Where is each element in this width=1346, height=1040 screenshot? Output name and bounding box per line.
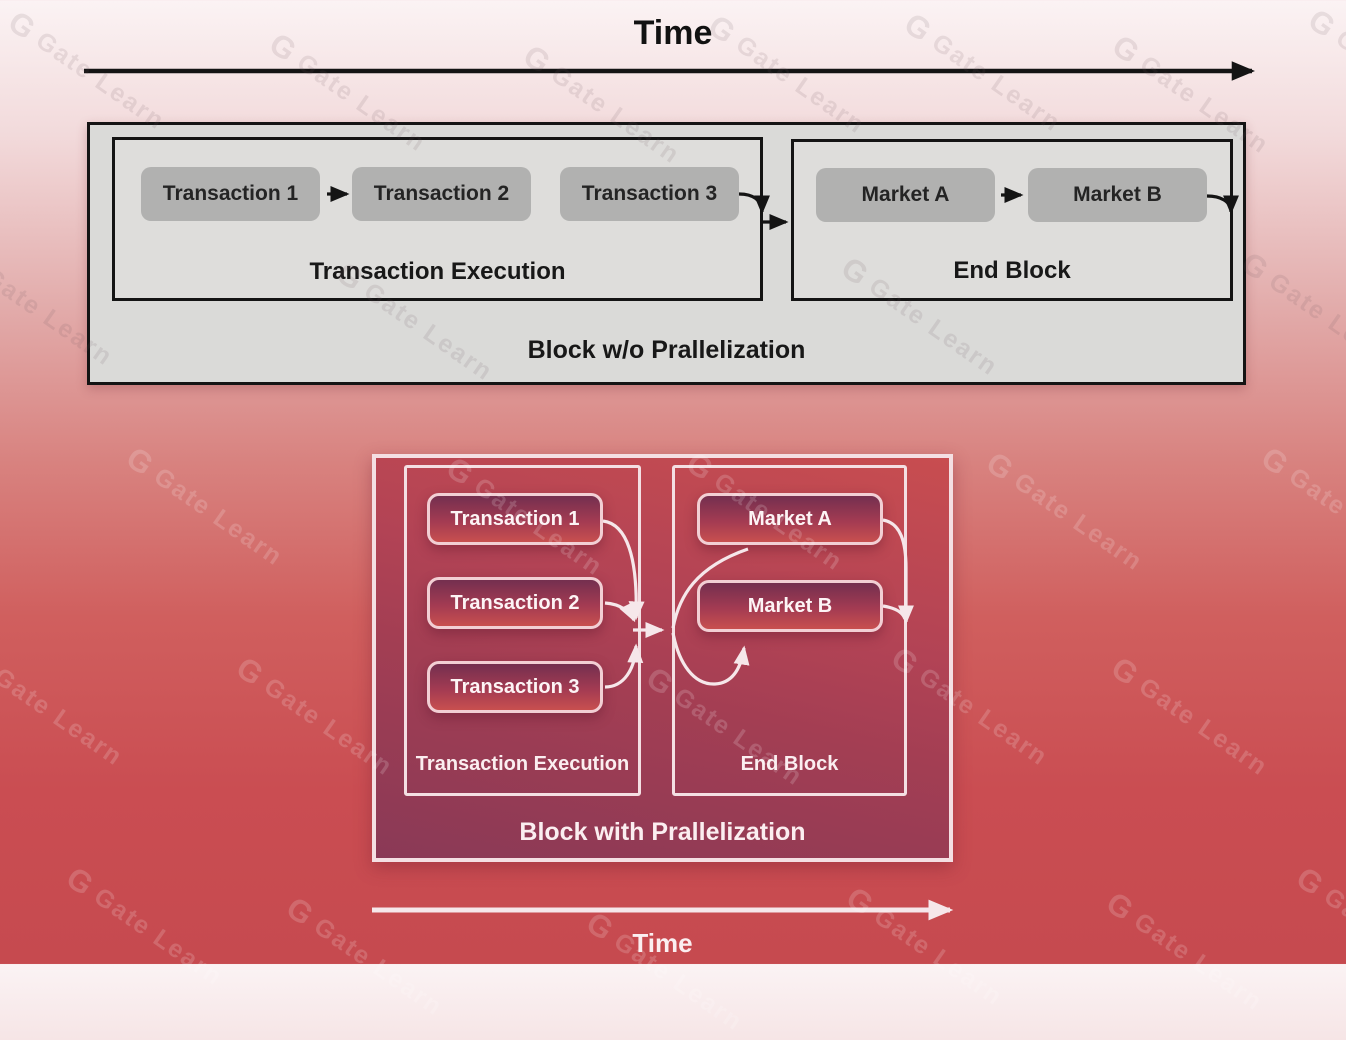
gate-logo-icon: G — [229, 650, 272, 694]
sequential-block-caption: Block w/o Prallelization — [527, 336, 806, 364]
sequential-market-a-node: Market A — [816, 168, 995, 222]
sequential-market-b-node: Market B — [1028, 168, 1207, 222]
parallel-transaction-3-node: Transaction 3 — [427, 661, 603, 713]
watermark-text: Gate Learn — [1284, 461, 1346, 572]
parallel-market-a-node: Market A — [697, 493, 883, 545]
watermark-text: Gate Learn — [89, 881, 229, 992]
parallel-transaction-1-node: Transaction 1 — [427, 493, 603, 545]
sequential-transaction-1-node: Transaction 1 — [141, 167, 320, 221]
watermark-text: Gate Learn — [1264, 266, 1346, 377]
timeline-bottom-label: Time — [632, 928, 693, 958]
parallel-end-block-box — [672, 465, 907, 796]
sequential-transaction-2-node: Transaction 2 — [352, 167, 531, 221]
gate-logo-icon: G — [119, 440, 162, 484]
watermark-text: Gate Learn — [1129, 906, 1269, 1017]
parallel-transaction-2-node: Transaction 2 — [427, 577, 603, 629]
watermark-text: Gate Learn — [1009, 466, 1149, 577]
gate-logo-icon: G — [279, 890, 322, 934]
watermark-text: Gate Learn — [149, 461, 289, 572]
gate-logo-icon: G — [1099, 885, 1142, 929]
sequential-end-block-caption: End Block — [953, 257, 1071, 284]
gate-logo-icon: G — [1254, 440, 1297, 484]
gate-logo-icon: G — [979, 445, 1022, 489]
watermark-text: Gate Learn — [1134, 671, 1274, 782]
gate-logo-icon: G — [59, 860, 102, 904]
timeline-top-label: Time — [633, 14, 713, 52]
parallel-end-block-caption: End Block — [740, 753, 839, 775]
watermark-text: Gate Learn — [0, 661, 129, 772]
sequential-transaction-execution-caption: Transaction Execution — [309, 258, 566, 285]
gate-logo-icon: G — [839, 880, 882, 924]
sequential-transaction-3-node: Transaction 3 — [560, 167, 739, 221]
watermark-text: Gate Learn — [1319, 881, 1346, 991]
gate-logo-icon: G — [0, 640, 1, 684]
parallel-transaction-execution-caption: Transaction Execution — [415, 753, 630, 775]
gate-logo-icon: G — [1104, 650, 1147, 694]
parallel-block-caption: Block with Prallelization — [519, 818, 806, 846]
parallel-market-b-node: Market B — [697, 580, 883, 632]
gate-logo-icon: G — [1289, 860, 1332, 904]
